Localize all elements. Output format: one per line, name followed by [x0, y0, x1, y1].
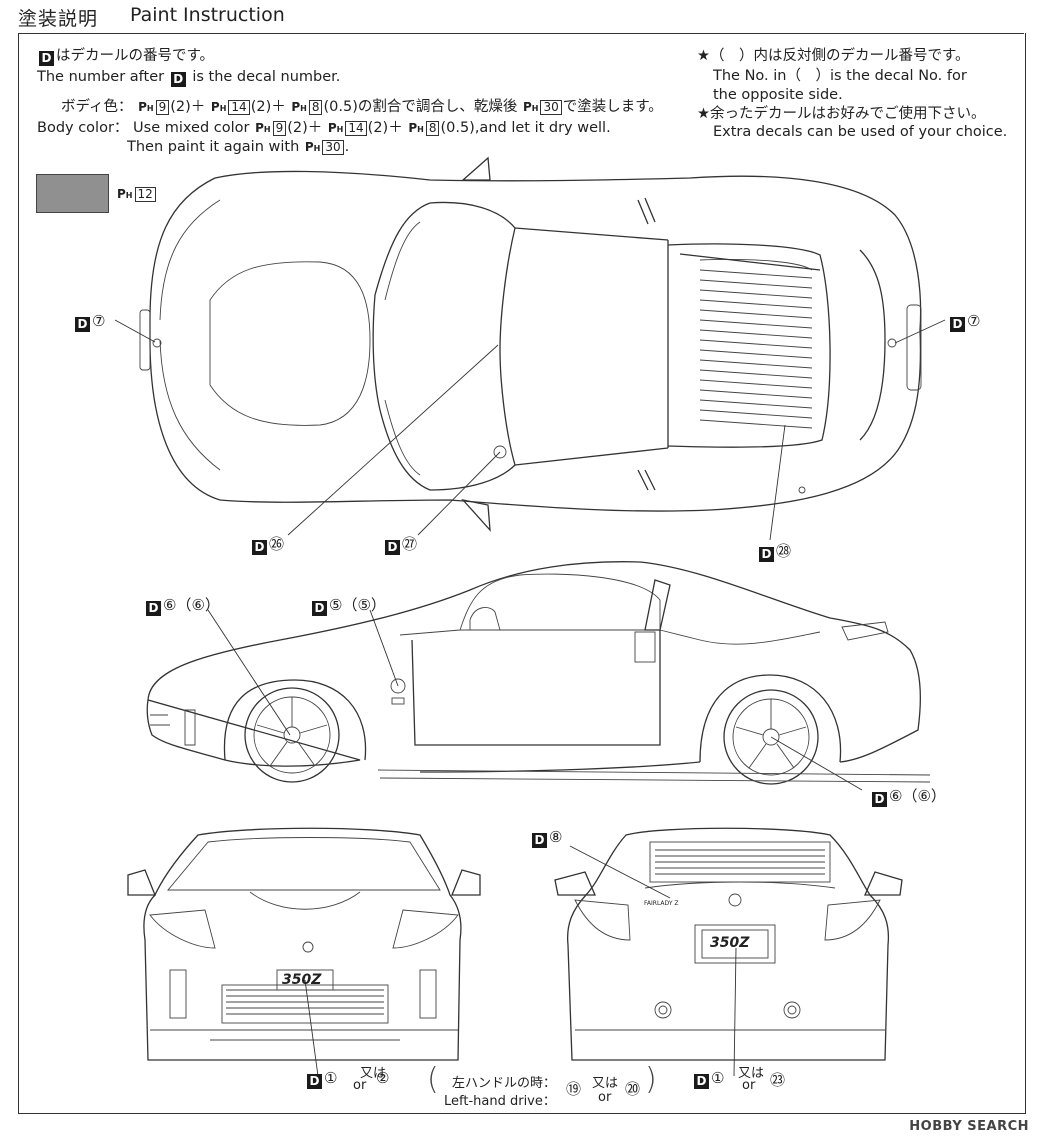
paint-code: 30	[540, 100, 562, 115]
rear-badge-text: FAIRLADY Z	[644, 900, 679, 907]
intro-jp-text: はデカールの番号です。	[56, 48, 215, 64]
lhd-en: Left-hand drive：	[444, 1094, 556, 1109]
paint-icon: PH	[327, 121, 344, 135]
top-view-car	[139, 156, 922, 532]
paint-code: 14	[345, 121, 367, 136]
intro-en: The number after D is the decal number.	[37, 67, 340, 87]
leader-lines	[114, 319, 946, 1077]
paint-icon: PH	[117, 187, 133, 201]
note1-en-l2: the opposite side.	[713, 87, 843, 103]
or-3: or	[742, 1078, 756, 1093]
side-view-car	[146, 561, 931, 785]
front-plate-alt: ②	[376, 1069, 390, 1087]
rear-plate: 350Z	[710, 935, 750, 951]
body-color-label-jp: ボディ色：	[61, 99, 133, 115]
paren-open: (	[427, 1062, 439, 1097]
title-english: Paint Instruction	[130, 4, 285, 26]
paint-icon: PH	[210, 100, 227, 114]
note2-jp: ★余ったデカールはお好みでご使用下さい。	[697, 106, 986, 122]
decal-marker: D	[170, 72, 186, 87]
lhd-a: ⑲	[566, 1080, 582, 1098]
paint-icon: PH	[255, 121, 271, 135]
mata-wa-1: 又は	[360, 1066, 387, 1081]
paint-code: 8	[308, 100, 323, 115]
paint-code: 9	[272, 121, 287, 136]
mata-wa-2: 又は	[592, 1076, 619, 1091]
paint-code: 14	[228, 100, 250, 115]
rear-view-car	[554, 827, 903, 1061]
star-icon: ★	[697, 106, 710, 122]
instruction-frame	[18, 33, 1026, 1114]
note1-en-l1: The No. in（ ）is the decal No. for	[713, 68, 967, 84]
paint-icon: PH	[304, 140, 321, 154]
note1-jp: ★（ ）内は反対側のデカール番号です。	[697, 48, 970, 64]
body-color-label-en: Body color：	[37, 120, 129, 136]
paint-icon: PH	[138, 100, 154, 114]
front-view-car	[127, 827, 481, 1061]
paint-icon: PH	[522, 100, 539, 114]
paint-code: 9	[155, 100, 170, 115]
frame-top-rule	[18, 33, 1024, 34]
paint-code: 8	[425, 121, 440, 136]
front-plate: 350Z	[282, 972, 322, 988]
mata-wa-3: 又は	[738, 1066, 765, 1081]
lhd-b: ⑳	[625, 1080, 641, 1098]
decal-marker: D	[39, 51, 54, 66]
paren-close: )	[645, 1062, 657, 1097]
star-icon: ★	[697, 48, 710, 64]
paint-code: 30	[322, 140, 344, 155]
or-2: or	[598, 1090, 612, 1105]
color-swatch	[36, 174, 109, 213]
or-1: or	[353, 1078, 367, 1093]
intro-en-post: is the decal number.	[192, 69, 341, 85]
watermark: HOBBY SEARCH	[909, 1119, 1029, 1134]
paint-icon: PH	[408, 121, 424, 135]
lhd-jp: 左ハンドルの時：	[452, 1076, 557, 1091]
rear-plate-alt: ㉓	[770, 1071, 786, 1089]
note2-en: Extra decals can be used of your choice.	[713, 124, 1008, 140]
title-japanese: 塗装説明	[18, 8, 99, 30]
paint-icon: PH	[291, 100, 307, 114]
intro-en-pre: The number after	[37, 69, 165, 85]
